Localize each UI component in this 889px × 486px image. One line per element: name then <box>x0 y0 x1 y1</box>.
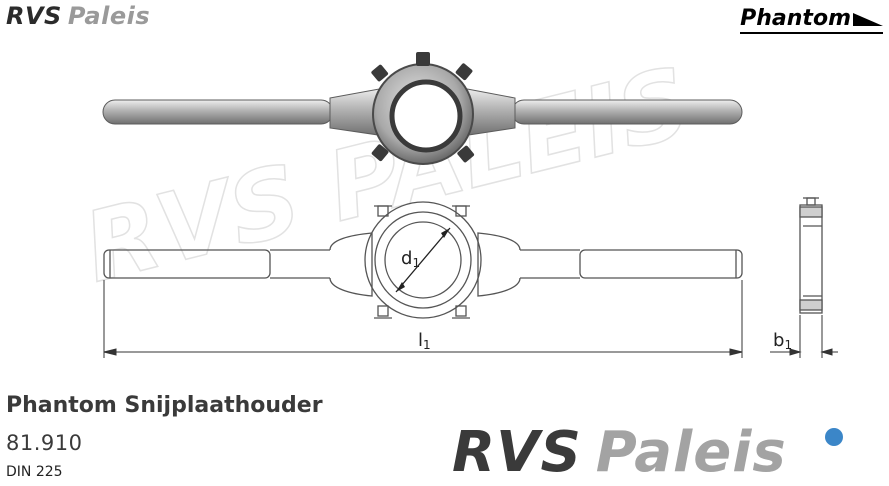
front-view <box>103 201 743 319</box>
product-title: Phantom Snijplaathouder <box>6 393 323 418</box>
product-photo <box>102 52 743 165</box>
logo-rvs: RVS <box>6 2 62 30</box>
logo-paleis: Paleis <box>67 2 151 30</box>
side-view <box>799 197 823 314</box>
brand-logo: Phantom <box>740 6 883 34</box>
logo-large-paleis: Paleis <box>595 420 787 485</box>
label-l1: l1 <box>418 330 431 352</box>
product-code: 81.910 <box>6 431 83 455</box>
technical-drawing: RVS PALEIS <box>73 45 838 358</box>
triangle-arrow-icon <box>853 12 883 26</box>
brand-name: Phantom <box>740 6 851 31</box>
logo-large-rvs: RVS <box>452 420 582 485</box>
label-d1: d1 <box>401 248 420 270</box>
dimension-l1 <box>103 280 743 358</box>
label-b1: b1 <box>773 330 792 352</box>
logo-dot-icon <box>825 428 843 446</box>
dimension-b1 <box>770 315 838 358</box>
product-standard: DIN 225 <box>6 464 63 480</box>
